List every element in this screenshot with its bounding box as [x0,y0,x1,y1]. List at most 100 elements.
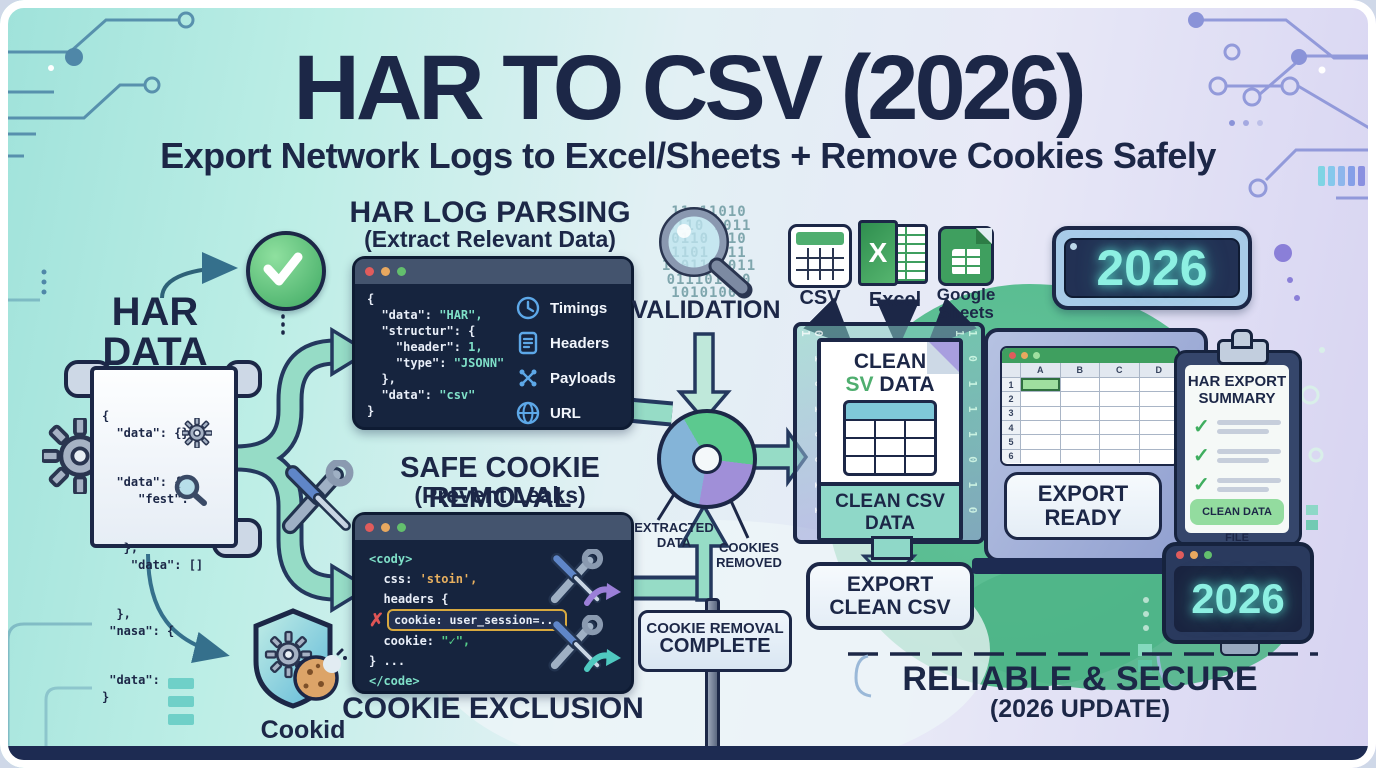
arrow-har-check [160,252,238,299]
check-icon [263,252,303,286]
checklist-item: ✓ [1193,446,1289,466]
parsing-subtitle: (Extract Relevant Data) [364,226,616,252]
page-title: HAR TO CSV (2026) [293,37,1086,139]
page-subtitle: Export Network Logs to Excel/Sheets + Re… [160,135,1216,176]
cookie-title: SAFE COOKIE REMOVAL [400,452,600,514]
feature-timings: Timings [515,295,616,321]
removed-cookie-highlight: cookie: user_session=... [387,609,568,631]
year-badge: 2026 [1052,226,1252,310]
clean-data-file-pill[interactable]: CLEAN DATA FILE [1190,499,1284,544]
feature-headers: Headers [515,330,616,356]
update-label: (2026 UPDATE) [989,695,1171,723]
spreadsheet-grid[interactable]: A B C D 1 2 3 4 5 6 [1002,363,1178,463]
keyboard-base [972,558,1220,574]
merge-donut [657,409,757,509]
arrow-validation-down [676,332,732,423]
check-circle [246,231,326,311]
monitor-traffic-lights [1166,546,1310,564]
payload-icon [519,369,537,387]
csv-label: CSV [799,287,841,309]
cookie-shield-badge: Cookid Base64 [248,606,358,768]
shield-icon [253,608,347,709]
har-data-label: HAR DATA [102,290,208,374]
row-header: 4 [1002,420,1020,435]
cookie-icon [293,648,347,701]
spreadsheet-traffic-lights [1002,348,1178,363]
validation-label: VALIDATION [631,296,781,324]
file-connector-tab [871,536,913,560]
sheet-corner [1002,363,1020,377]
har-scroll: { "data": {}, "data": { "fest": }, "data… [64,360,262,704]
file-title: CLEAN SV DATA [845,350,935,396]
monitor-stand [1220,642,1260,656]
excel-x-glyph: X [858,220,898,286]
cookie-code-window: <cody> css: 'stoin', headers { ✗ cookie:… [352,512,634,694]
row-header: 6 [1002,449,1020,463]
year-monitor: 2026 [1162,542,1314,644]
checklist-item: ✓ [1193,417,1289,437]
feature-url: URL [515,400,616,426]
sheet-cell-a1[interactable] [1021,378,1060,392]
reliable-secure-label: RELIABLE & SECURE [902,660,1258,698]
teal-arrow-icon [583,647,623,673]
col-header: D [1139,363,1178,377]
magnifier-icon [174,474,207,506]
row-header: 3 [1002,406,1020,420]
excel-icon: X [858,220,932,290]
col-header: C [1100,363,1139,377]
arrow-cookie-up [677,502,731,602]
check-icon: ✓ [1193,474,1210,496]
parsing-title: HAR LOG PARSING [349,196,631,229]
cookie-code: <cody> css: 'stoin', headers { ✗ cookie:… [369,549,568,691]
arrow-to-cookie [330,562,372,614]
parsing-code-window: { "data": "HAR", "structur": { "header":… [352,256,634,430]
clock-icon [516,296,540,320]
year-badge-text: 2026 [1096,239,1208,296]
year-monitor-text: 2026 [1191,574,1285,622]
scroll-paper: { "data": {}, "data": { "fest": }, "data… [90,366,238,704]
donut-hole [692,444,722,474]
export-clean-csv-button[interactable]: EXPORT CLEAN CSV [806,562,974,630]
col-header: B [1060,363,1099,377]
row-header: 1 [1002,378,1020,392]
removed-cookie-row: ✗ cookie: user_session=... [369,609,568,631]
col-header: A [1021,363,1060,377]
clean-file-panel: 0 1 0 1 0 0 1 1 1 1 0 1 1 1 0 1 0 1 CLEA… [793,322,985,560]
arrow-to-parsing [330,326,372,378]
magnifier-validation-icon [659,207,753,299]
row-header: 2 [1002,392,1020,406]
cookie-exclusion-label: COOKIE EXCLUSION [342,692,644,725]
gear-icon [182,418,212,448]
workstation-monitor: A B C D 1 2 3 4 5 6 EXPORT READY [984,328,1208,562]
export-ready-button[interactable]: EXPORT READY [1004,472,1162,540]
x-icon: ✗ [369,609,385,630]
document-icon [518,331,538,355]
purple-arrow-icon [583,581,623,607]
check-icon: ✓ [1193,416,1210,438]
feature-payloads: Payloads [515,365,616,391]
summary-checklist: ✓ ✓ ✓ [1193,417,1289,495]
sheets-icon [938,226,994,286]
row-header: 5 [1002,435,1020,449]
arrow-scroll-shield [146,553,230,664]
clipboard-knob [1231,329,1253,349]
parsing-features: Timings Headers Payloads URL [515,295,616,426]
spreadsheet-window: A B C D 1 2 3 4 5 6 [1000,346,1180,466]
bottom-bar [8,746,1368,760]
parsing-code: { "data": "HAR", "structur": { "header":… [367,292,505,418]
checklist-item: ✓ [1193,475,1289,495]
globe-icon [516,401,540,425]
scroll-code: { "data": {}, "data": { "fest": }, "data… [102,409,204,704]
cookie-subtitle: (Prevent Leaks) [414,482,586,508]
cookie-removal-sign: COOKIE REMOVAL COMPLETE [638,610,792,672]
window-traffic-lights [355,259,631,284]
